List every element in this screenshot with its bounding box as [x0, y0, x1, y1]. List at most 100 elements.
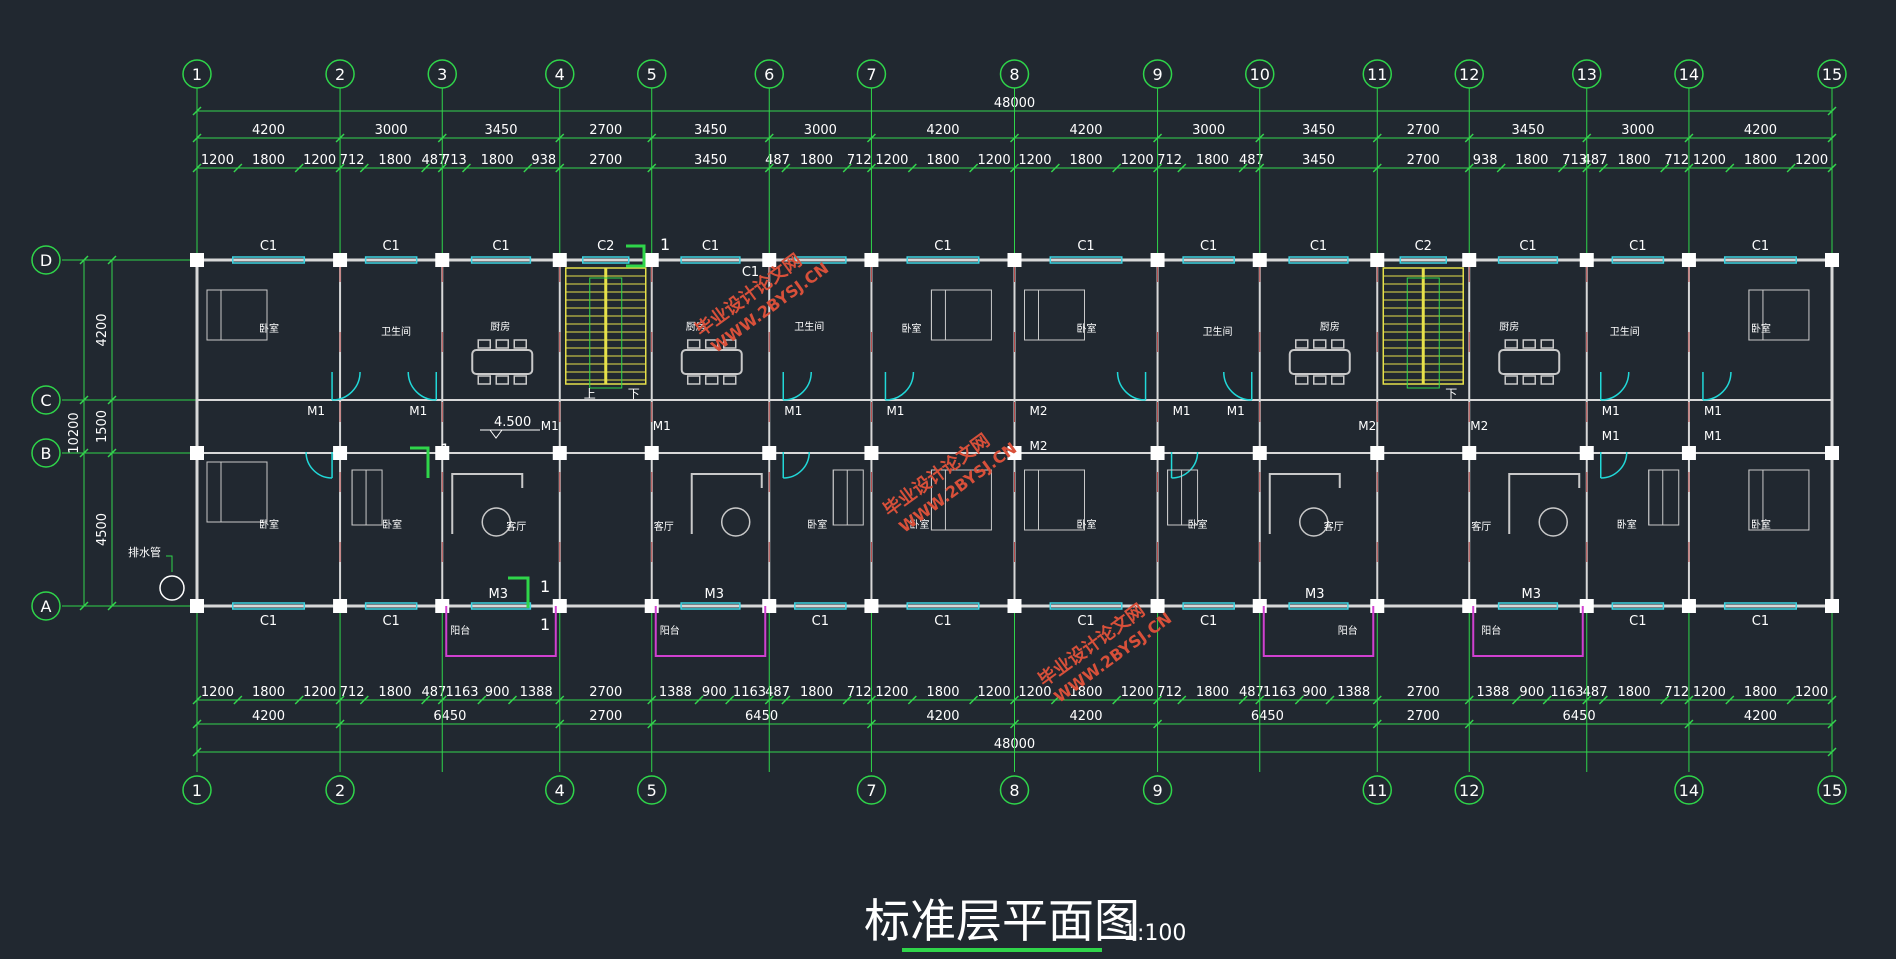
- bed: [832, 469, 864, 526]
- window-top: [582, 256, 630, 264]
- axis-label-bottom: 8: [1009, 781, 1019, 800]
- room-label: 阳台: [660, 624, 680, 637]
- room-label: 卧室: [1077, 518, 1097, 531]
- dimension-text: 1800: [1196, 685, 1229, 700]
- section-mark-number: 1: [440, 440, 450, 459]
- column: [1007, 599, 1022, 613]
- column: [762, 446, 777, 460]
- axis-label-top: 6: [764, 65, 774, 84]
- dimension-tick: [1725, 695, 1735, 705]
- dimension-text: 2700: [1407, 153, 1440, 168]
- dimension-text: 4200: [1069, 123, 1102, 138]
- column: [1825, 253, 1839, 267]
- chair: [722, 339, 737, 349]
- dimension-tick: [781, 163, 791, 173]
- dimension-text: 4200: [1069, 709, 1102, 724]
- door-swing: [1223, 371, 1252, 401]
- room-label: 卧室: [1751, 518, 1771, 531]
- dimension-text: 487: [765, 685, 790, 700]
- window-label: C1: [812, 614, 829, 629]
- dimension-text: 1800: [1515, 153, 1548, 168]
- bed: [930, 289, 992, 341]
- window-label: C1: [260, 239, 277, 254]
- dimension-tick: [477, 695, 487, 705]
- door-label-m3: M3: [705, 587, 725, 602]
- dimension-tick: [421, 695, 431, 705]
- window-top: [906, 256, 980, 264]
- bed-pillow: [351, 469, 367, 526]
- window-top: [1497, 256, 1559, 264]
- dimension-text: 3000: [1192, 123, 1225, 138]
- axis-bubble-bottom: [1362, 775, 1393, 805]
- room-label: 卧室: [1751, 322, 1771, 335]
- axis-bubble-bottom: [1817, 775, 1847, 805]
- dimension-text: 487: [422, 153, 447, 168]
- window-bottom: [232, 602, 306, 610]
- dimension-text: 6450: [745, 709, 778, 724]
- axis-bubble-top: [1142, 59, 1173, 89]
- sofa-shape: [690, 473, 763, 534]
- dimension-tick: [1786, 163, 1796, 173]
- chair: [1313, 339, 1327, 349]
- bed: [206, 289, 268, 341]
- dimension-text: 1163: [445, 685, 478, 700]
- dimension-text: 1800: [252, 153, 285, 168]
- window-label: C1: [1200, 614, 1217, 629]
- dimension-text: 1800: [378, 685, 411, 700]
- dimension-text: 1200: [978, 153, 1011, 168]
- elevation-mark: [480, 429, 540, 439]
- axis-label-top: 13: [1577, 65, 1597, 84]
- dimension-text: 487: [765, 153, 790, 168]
- room-label: 阳台: [450, 624, 470, 637]
- axis-bubble-bottom: [1674, 775, 1704, 805]
- dimension-text: 900: [485, 685, 510, 700]
- sofa: [1508, 473, 1581, 537]
- dimension-text: 900: [702, 685, 727, 700]
- dimension-text: 1200: [978, 685, 1011, 700]
- column: [333, 446, 348, 460]
- dimension-text: 6450: [1251, 709, 1284, 724]
- door-swing: [885, 371, 915, 401]
- chair: [1313, 375, 1327, 385]
- dimension-text: 6450: [433, 709, 466, 724]
- dimension-text: 3450: [484, 123, 517, 138]
- dimension-text: 1800: [378, 153, 411, 168]
- axis-bubble-bottom: [1142, 775, 1173, 805]
- window-top: [1611, 256, 1665, 264]
- axis-label-top: 10: [1250, 65, 1270, 84]
- chair: [686, 339, 701, 349]
- axis-label-top: 7: [866, 65, 876, 84]
- column: [1462, 253, 1477, 267]
- dining-table: [1288, 339, 1351, 385]
- dimension-tick: [842, 695, 852, 705]
- dimension-text: 712: [1157, 153, 1182, 168]
- window-label: C1: [742, 265, 759, 280]
- dimension-tick: [969, 695, 979, 705]
- column: [190, 599, 204, 613]
- window-bottom: [1182, 602, 1235, 610]
- axis-label-bottom: 9: [1152, 781, 1162, 800]
- door-label: M2: [1030, 439, 1048, 453]
- dimension-text: 1200: [1693, 685, 1726, 700]
- chair: [1504, 375, 1518, 385]
- table-top: [1498, 349, 1561, 375]
- drawing-scale: 1:100: [1123, 921, 1186, 946]
- dimension-text: 1800: [1744, 153, 1777, 168]
- dimension-tick: [1112, 163, 1122, 173]
- column: [1150, 446, 1165, 460]
- dimension-text: 6450: [1563, 709, 1596, 724]
- dimension-text: 1800: [481, 153, 514, 168]
- dimension-text: 3450: [1302, 123, 1335, 138]
- dimension-tick: [1238, 163, 1248, 173]
- dimension-text: 4200: [926, 709, 959, 724]
- chair: [1540, 339, 1554, 349]
- window-top: [1288, 256, 1349, 264]
- window-label: C1: [1752, 614, 1769, 629]
- dimension-text-left: 4500: [95, 513, 110, 546]
- dimension-text: 3000: [375, 123, 408, 138]
- door-label: M1: [1704, 404, 1722, 418]
- chair: [1522, 375, 1536, 385]
- door-swing: [1702, 371, 1732, 401]
- column: [1150, 253, 1165, 267]
